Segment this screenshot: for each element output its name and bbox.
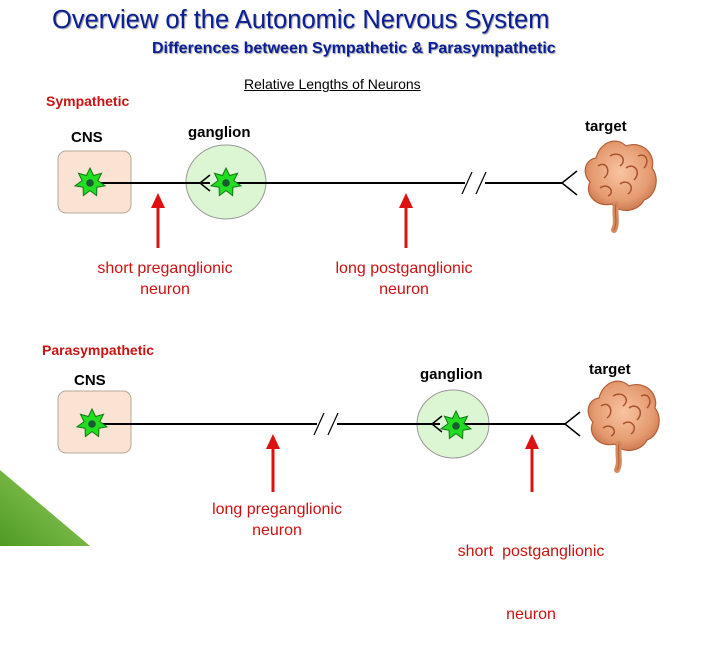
diagram-canvas — [0, 0, 728, 546]
parasympathetic-synapse-target — [563, 411, 581, 437]
sympathetic-ganglion-label: ganglion — [188, 124, 251, 141]
sympathetic-post-arrow — [399, 193, 413, 248]
sympathetic-pre-label-line1: short preganglionic — [97, 260, 233, 277]
page-subtitle: Differences between Sympathetic & Parasy… — [152, 40, 556, 57]
parasympathetic-pre-label-line2: neuron — [252, 522, 302, 539]
parasympathetic-ganglion-label: ganglion — [420, 366, 483, 383]
sympathetic-post-label-line1: long postganglionic — [335, 260, 473, 277]
parasympathetic-pre-label-line1: long preganglionic — [212, 501, 342, 518]
parasympathetic-preganglionic-label: long preganglionic neuron — [186, 499, 368, 541]
parasympathetic-target-intestine-icon — [588, 381, 659, 470]
sympathetic-synapse-ganglion — [198, 174, 211, 192]
parasympathetic-target-label: target — [589, 361, 631, 378]
sympathetic-break-mark — [461, 170, 487, 196]
sympathetic-cns-label: CNS — [71, 129, 103, 146]
sympathetic-pre-arrow — [151, 193, 165, 248]
parasympathetic-post-label-line2: neuron — [506, 606, 556, 623]
sympathetic-synapse-target — [560, 170, 578, 196]
parasympathetic-post-label-line1: short postganglionic — [457, 543, 605, 560]
parasympathetic-post-arrow — [525, 434, 539, 492]
sympathetic-target-intestine-icon — [585, 141, 656, 230]
sympathetic-preganglionic-label: short preganglionic neuron — [70, 258, 260, 300]
parasympathetic-cns-label: CNS — [74, 372, 106, 389]
parasympathetic-section-label: Parasympathetic — [42, 342, 155, 358]
parasympathetic-break-mark — [313, 411, 339, 437]
sympathetic-target-label: target — [585, 118, 627, 135]
sympathetic-post-label-line2: neuron — [379, 281, 429, 298]
parasympathetic-pre-arrow — [266, 434, 280, 492]
page-title: Overview of the Autonomic Nervous System — [52, 6, 550, 34]
sympathetic-pre-label-line2: neuron — [140, 281, 190, 298]
corner-decoration — [0, 470, 90, 546]
sympathetic-postganglionic-label: long postganglionic neuron — [308, 258, 500, 300]
parasympathetic-synapse-ganglion — [430, 415, 443, 433]
parasympathetic-postganglionic-label: short postganglionic neuron — [428, 499, 634, 646]
sympathetic-section-label: Sympathetic — [46, 93, 130, 109]
diagram-heading: Relative Lengths of Neurons — [244, 76, 421, 92]
